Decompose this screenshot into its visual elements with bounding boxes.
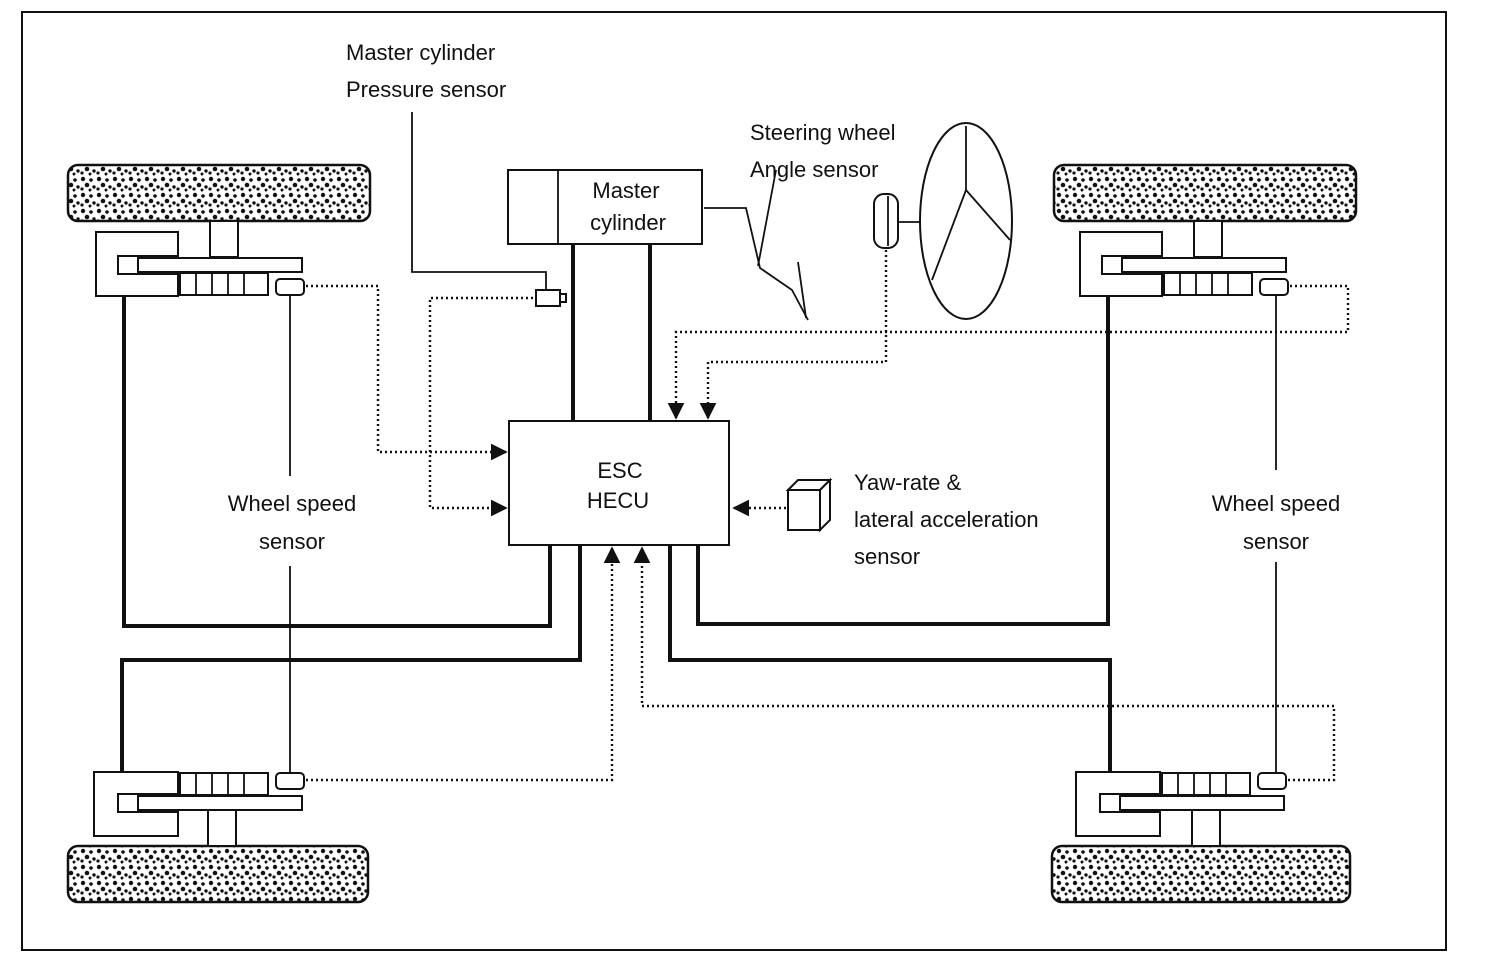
tire-front-right: [1052, 163, 1358, 223]
wheel-speed-sensor-front-left: [275, 278, 305, 296]
label-mask-right: [1198, 482, 1354, 562]
wheel-speed-sensor-rear-left: [275, 772, 305, 790]
tire-rear-right: [1050, 844, 1352, 904]
master-cylinder-label-1: Master: [592, 178, 659, 203]
esc-hecu-unit: ESC HECU: [508, 420, 730, 546]
tire-front-left: [66, 163, 372, 223]
tire-rear-left: [66, 844, 370, 904]
pressure-sensor: [535, 289, 567, 307]
steering-sensor-label-2: Angle sensor: [750, 157, 878, 182]
pressure-sensor-label-1: Master cylinder: [346, 40, 495, 65]
wheel-speed-label-right-1: Wheel speed: [1212, 491, 1340, 516]
yaw-rate-label-3: sensor: [854, 544, 920, 569]
wheel-rear-left: [66, 771, 370, 904]
steering-angle-sensor: [873, 193, 899, 249]
hecu-label-2: HECU: [587, 488, 649, 513]
master-cylinder-label-2: cylinder: [590, 210, 666, 235]
wheel-front-right: [1052, 163, 1358, 297]
wheel-speed-label-left-1: Wheel speed: [228, 491, 356, 516]
pressure-sensor-label-2: Pressure sensor: [346, 77, 506, 102]
wheel-speed-sensor-front-right: [1259, 278, 1289, 296]
steering-sensor-label-1: Steering wheel: [750, 120, 896, 145]
master-cylinder: Master cylinder: [507, 169, 703, 245]
wheel-speed-label-right-2: sensor: [1243, 529, 1309, 554]
steering-wheel: [898, 122, 1013, 320]
leader-lines: [289, 112, 1277, 772]
signal-lines: [306, 250, 1350, 782]
yaw-rate-label-2: lateral acceleration: [854, 507, 1039, 532]
wheel-front-left: [66, 163, 372, 297]
hecu-label-1: ESC: [597, 458, 642, 483]
yaw-rate-sensor-box: [785, 477, 833, 533]
wheel-speed-label-left-2: sensor: [259, 529, 325, 554]
yaw-rate-label-1: Yaw-rate &: [854, 470, 962, 495]
label-mask-left: [214, 482, 370, 562]
wheel-rear-right: [1050, 771, 1352, 904]
hydraulic-lines: [120, 245, 1112, 773]
outer-frame: [21, 11, 1447, 951]
wheel-speed-sensor-rear-right: [1257, 772, 1287, 790]
